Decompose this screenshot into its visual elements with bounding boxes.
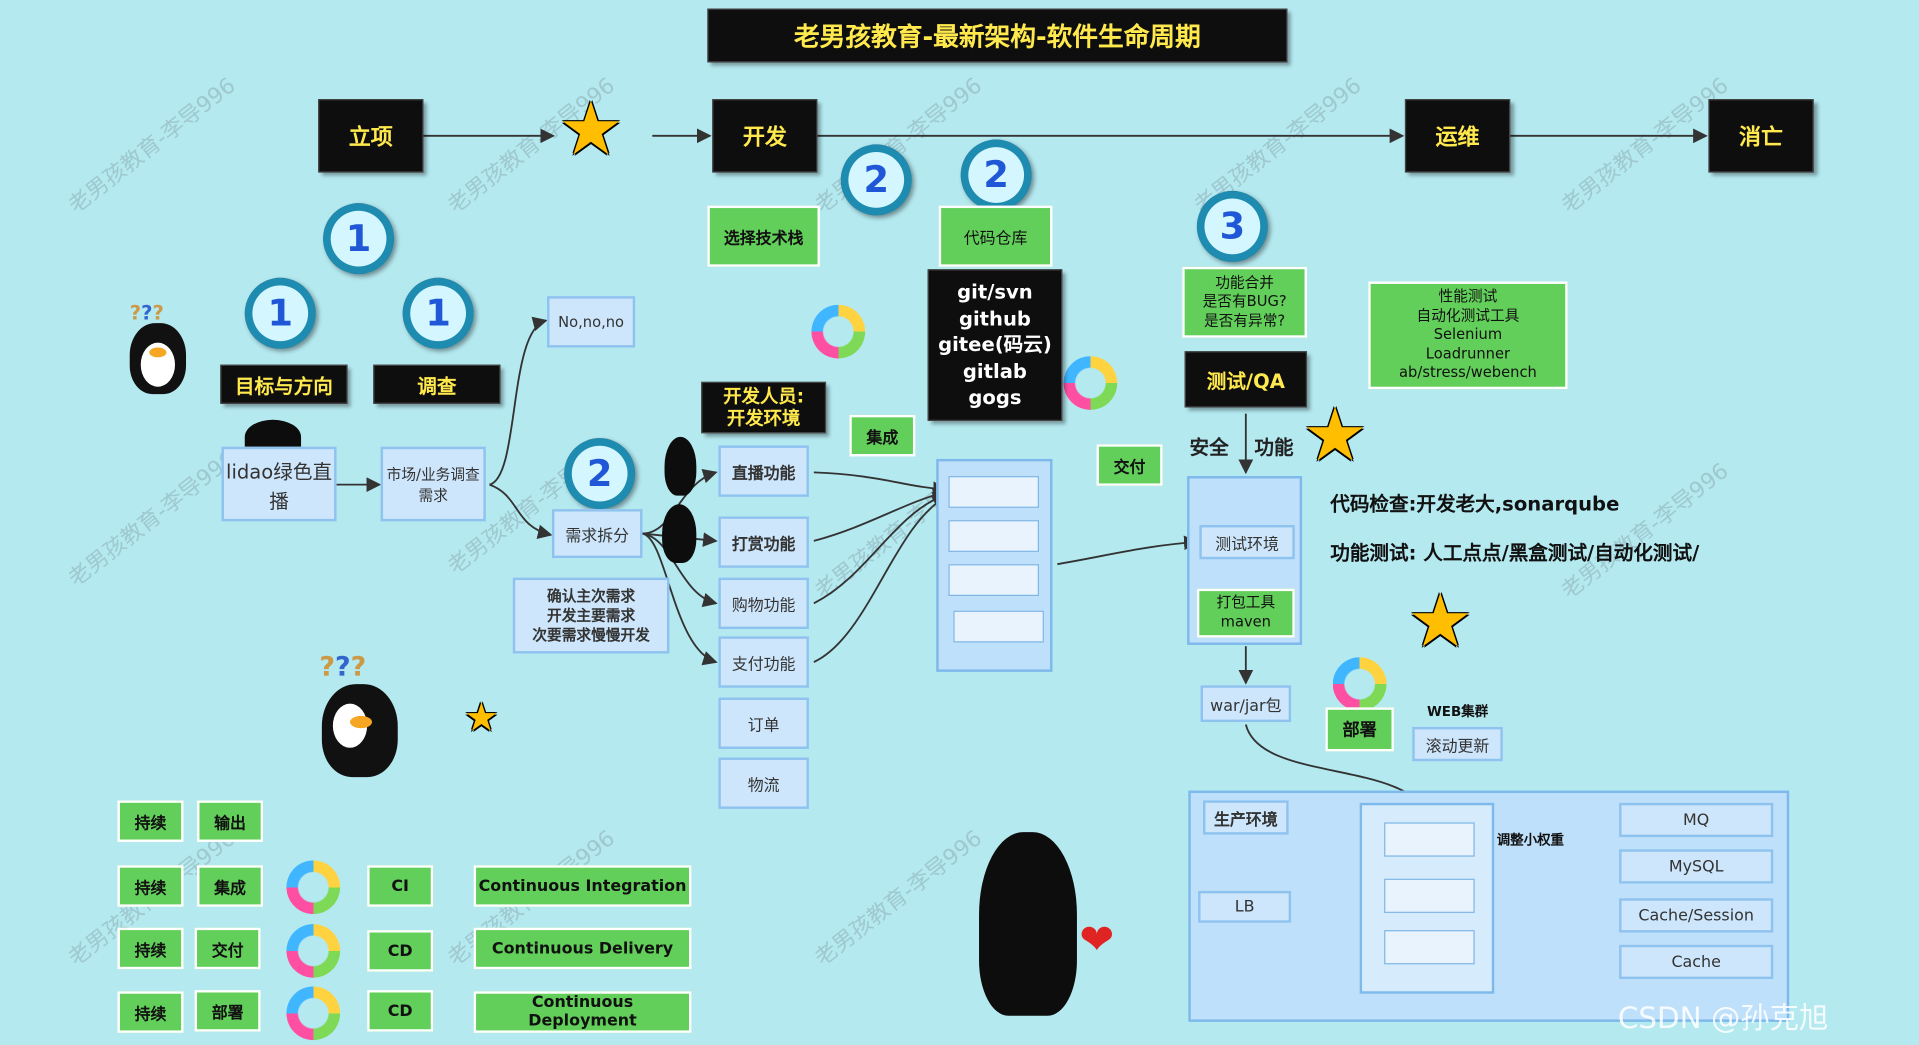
legend-continuous: 持续: [117, 991, 184, 1033]
legend-full-name: Continuous Integration: [473, 865, 692, 907]
badge-two-icon: 2: [840, 144, 912, 216]
cycle-icon: [286, 986, 341, 1041]
penguin-icon: ???: [312, 652, 410, 779]
heart-icon: ❤: [1079, 915, 1115, 965]
repo-tool: gogs: [968, 385, 1022, 410]
legend-continuous: 持续: [117, 865, 184, 907]
cycle-icon: [1063, 356, 1118, 410]
feature-box: 打赏功能: [718, 516, 809, 568]
legend-deploy: 部署: [194, 990, 261, 1032]
star-icon: ★: [1302, 392, 1368, 479]
legend-integrate: 集成: [197, 865, 264, 907]
test-env-panel: 测试环境 打包工具 maven: [1187, 476, 1303, 645]
research-label: 调查: [373, 364, 501, 404]
legend-deliver: 交付: [194, 927, 261, 970]
lb-box: LB: [1198, 890, 1292, 923]
developers-label: 开发人员: 开发环境: [701, 381, 827, 434]
silhouette-icon: [662, 504, 697, 563]
tech-stack-box: 选择技术栈: [707, 205, 820, 267]
rolling-update-box: 滚动更新: [1412, 726, 1503, 762]
merge-check-box: 功能合并 是否有BUG? 是否有异常?: [1182, 266, 1308, 338]
production-title: 生产环境: [1202, 800, 1289, 835]
star-icon: ★: [1407, 578, 1474, 665]
service-box: MySQL: [1619, 849, 1774, 884]
legend-abbr: CI: [367, 865, 434, 907]
function-label: 功能: [1254, 435, 1294, 459]
web-cluster-label: WEB集群: [1426, 703, 1489, 720]
badge-three-icon: 3: [1196, 190, 1268, 262]
server-slot: [1384, 822, 1475, 857]
server-slot: [948, 564, 1040, 596]
service-box: Cache: [1619, 944, 1774, 980]
cycle-icon: [286, 860, 341, 915]
requirement-split-box: 需求拆分: [551, 509, 643, 559]
badge-two-icon: 2: [564, 438, 636, 510]
product-box: lidao绿色直播: [221, 446, 337, 522]
badge-two-icon: 2: [960, 139, 1032, 211]
service-box: Cache/Session: [1619, 898, 1774, 933]
server-slot: [1384, 878, 1475, 913]
deploy-box: 部署: [1325, 707, 1394, 752]
stage-development: 开发: [712, 99, 818, 173]
repo-tool: github: [958, 306, 1031, 330]
page-title: 老男孩教育-最新架构-软件生命周期: [707, 8, 1288, 63]
dev-server-panel: [936, 458, 1053, 672]
production-panel: 生产环境 LB 调整小权重 MQ MySQL Cache/Session Cac…: [1188, 790, 1790, 1022]
function-test-text: 功能测试: 人工点点/黑盒测试/自动化测试/: [1330, 540, 1700, 565]
silhouette-icon: [664, 436, 697, 496]
star-icon: ★: [558, 86, 624, 173]
feature-box: 购物功能: [718, 577, 809, 630]
badge-one-icon: 1: [244, 277, 316, 349]
repo-tool: git/svn: [957, 280, 1033, 304]
build-tool-box: 打包工具 maven: [1196, 588, 1295, 638]
cycle-icon: [1332, 657, 1387, 712]
no-box: No,no,no: [547, 296, 636, 348]
badge-one-icon: 1: [323, 203, 395, 275]
service-box: MQ: [1619, 802, 1774, 838]
deliver-box: 交付: [1096, 444, 1163, 486]
server-slot: [1384, 930, 1475, 965]
repo-tool: gitee(码云): [938, 333, 1052, 357]
feature-box: 支付功能: [718, 636, 809, 688]
app-server-panel: [1359, 802, 1495, 994]
server-slot: [948, 520, 1040, 552]
feature-box: 订单: [718, 697, 809, 749]
goal-label: 目标与方向: [220, 364, 348, 404]
legend-full-name: Continuous Delivery: [473, 927, 692, 970]
silhouette-icon: [979, 832, 1077, 1016]
server-slot: [953, 610, 1044, 643]
legend-full-name: Continuous Deployment: [473, 991, 692, 1033]
stage-initiation: 立项: [318, 99, 424, 173]
cycle-icon: [811, 304, 866, 359]
legend-output: 输出: [197, 800, 264, 842]
legend-continuous: 持续: [117, 800, 184, 842]
repo-tool: gitlab: [962, 359, 1027, 383]
market-research-box: 市场/业务调查需求: [380, 446, 486, 522]
penguin-icon: ???: [122, 301, 195, 395]
legend-abbr: CD: [367, 930, 434, 972]
qa-label: 测试/QA: [1184, 351, 1308, 408]
server-slot: [948, 476, 1040, 508]
stage-retirement: 消亡: [1708, 99, 1814, 173]
badge-one-icon: 1: [402, 277, 474, 349]
credit-text: CSDN @孙克旭: [1617, 1001, 1829, 1036]
star-icon: ★: [463, 693, 499, 741]
integrate-box: 集成: [849, 414, 916, 457]
legend-abbr: CD: [367, 990, 434, 1032]
priority-box: 确认主次需求 开发主要需求 次要需求慢慢开发: [512, 577, 670, 654]
cycle-icon: [286, 923, 341, 978]
performance-test-box: 性能测试 自动化测试工具 Selenium Loadrunner ab/stre…: [1368, 281, 1568, 390]
repo-tools-list: git/svn github gitee(码云) gitlab gogs: [927, 269, 1063, 421]
artifact-box: war/jar包: [1200, 685, 1292, 723]
feature-box: 直播功能: [718, 445, 809, 497]
code-check-text: 代码检查:开发老大,sonarqube: [1330, 491, 1620, 516]
weight-label: 调整小权重: [1496, 832, 1565, 849]
test-env-box: 测试环境: [1199, 525, 1295, 560]
stage-operations: 运维: [1404, 99, 1511, 173]
security-label: 安全: [1189, 435, 1229, 459]
code-repo-box: 代码仓库: [938, 205, 1053, 267]
legend-continuous: 持续: [117, 927, 184, 970]
feature-box: 物流: [718, 757, 809, 809]
